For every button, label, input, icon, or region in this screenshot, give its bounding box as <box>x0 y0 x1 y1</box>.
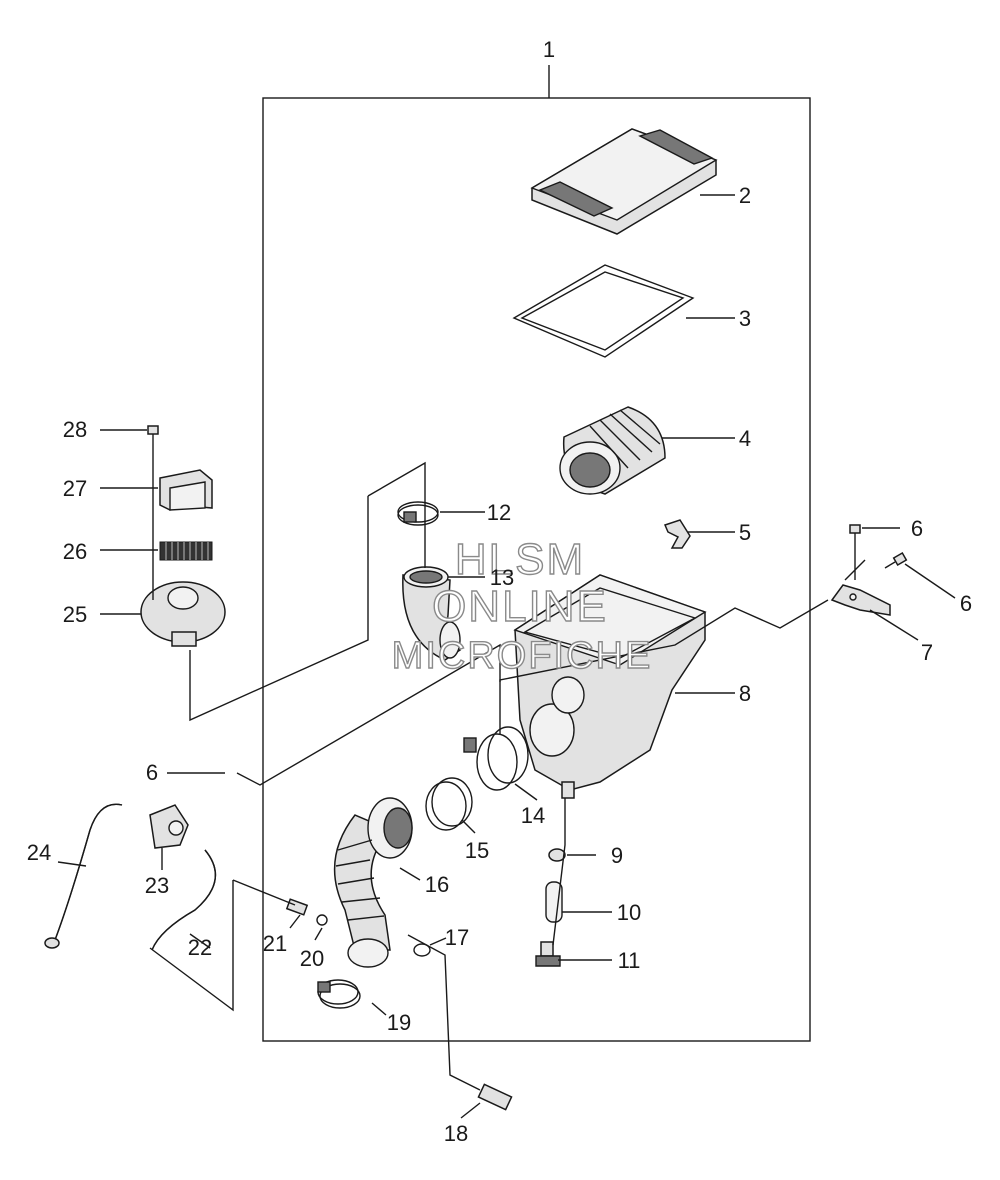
part-24-hose[interactable] <box>44 803 123 949</box>
part-8-case[interactable] <box>513 574 707 799</box>
callout-22[interactable]: 22 <box>188 935 212 960</box>
part-28-screw[interactable] <box>147 425 159 444</box>
callout-28[interactable]: 28 <box>63 417 87 442</box>
callout-12[interactable]: 12 <box>487 500 511 525</box>
callout-9[interactable]: 9 <box>611 843 623 868</box>
callout-23[interactable]: 23 <box>145 873 169 898</box>
callout-8[interactable]: 8 <box>739 681 751 706</box>
watermark-line-1: HLSM <box>455 535 585 584</box>
watermark: HLSM ONLINE MICROFICHE <box>391 534 653 677</box>
part-6-bolt-upper[interactable] <box>849 524 861 545</box>
part-2-cover[interactable] <box>530 128 718 235</box>
callout-27[interactable]: 27 <box>63 476 87 501</box>
part-9-hose-clamp[interactable] <box>548 848 566 862</box>
part-4-filter-element[interactable] <box>559 406 666 495</box>
part-23-valve[interactable] <box>149 804 189 849</box>
callout-1[interactable]: 1 <box>543 37 555 62</box>
callout-15[interactable]: 15 <box>465 838 489 863</box>
callout-6-left[interactable]: 6 <box>146 760 158 785</box>
callout-3[interactable]: 3 <box>739 306 751 331</box>
callout-20[interactable]: 20 <box>300 946 324 971</box>
watermark-line-3: MICROFICHE <box>392 635 653 677</box>
callout-5[interactable]: 5 <box>739 520 751 545</box>
part-18-fitting[interactable] <box>477 1083 513 1111</box>
callout-14[interactable]: 14 <box>521 803 545 828</box>
part-6-bolt-right[interactable] <box>884 552 908 569</box>
part-27-cover[interactable] <box>159 469 213 511</box>
callout-10[interactable]: 10 <box>617 900 641 925</box>
part-7-bracket[interactable] <box>830 584 891 616</box>
callout-25[interactable]: 25 <box>63 602 87 627</box>
part-15-ring[interactable] <box>425 777 473 831</box>
callout-17[interactable]: 17 <box>445 925 469 950</box>
callout-6-top[interactable]: 6 <box>911 516 923 541</box>
callout-6-right[interactable]: 6 <box>960 591 972 616</box>
part-19-clamp[interactable] <box>317 979 361 1009</box>
part-10-drain-hose[interactable] <box>545 881 563 923</box>
part-25-snorkel-base[interactable] <box>140 581 226 647</box>
callout-2[interactable]: 2 <box>739 183 751 208</box>
part-22-hose[interactable] <box>151 849 217 951</box>
callout-26[interactable]: 26 <box>63 539 87 564</box>
callout-7[interactable]: 7 <box>921 640 933 665</box>
callout-19[interactable]: 19 <box>387 1010 411 1035</box>
part-20-o-ring[interactable] <box>316 914 328 926</box>
callout-16[interactable]: 16 <box>425 872 449 897</box>
part-3-gasket[interactable] <box>512 264 695 358</box>
part-14-band[interactable] <box>463 726 529 791</box>
assembly-frame <box>262 97 811 1042</box>
part-17-clip[interactable] <box>413 943 431 957</box>
callout-4[interactable]: 4 <box>739 426 751 451</box>
part-26-screen[interactable] <box>159 541 213 561</box>
callout-18[interactable]: 18 <box>444 1121 468 1146</box>
part-21-nipple[interactable] <box>285 898 309 916</box>
part-11-drain-plug[interactable] <box>535 941 561 967</box>
part-12-clamp[interactable] <box>397 501 439 526</box>
part-5-clip[interactable] <box>663 519 691 549</box>
watermark-line-2: ONLINE <box>432 582 608 631</box>
callouts: 1 2 3 4 5 6 6 6 7 8 9 10 11 12 13 14 15 … <box>27 37 972 1146</box>
callout-11[interactable]: 11 <box>618 948 641 973</box>
callout-21[interactable]: 21 <box>263 931 287 956</box>
callout-13[interactable]: 13 <box>490 565 514 590</box>
callout-24[interactable]: 24 <box>27 840 51 865</box>
part-13-elbow-duct[interactable] <box>402 566 462 661</box>
part-16-intake-hose[interactable] <box>333 797 413 968</box>
leader-lines <box>57 194 956 1119</box>
